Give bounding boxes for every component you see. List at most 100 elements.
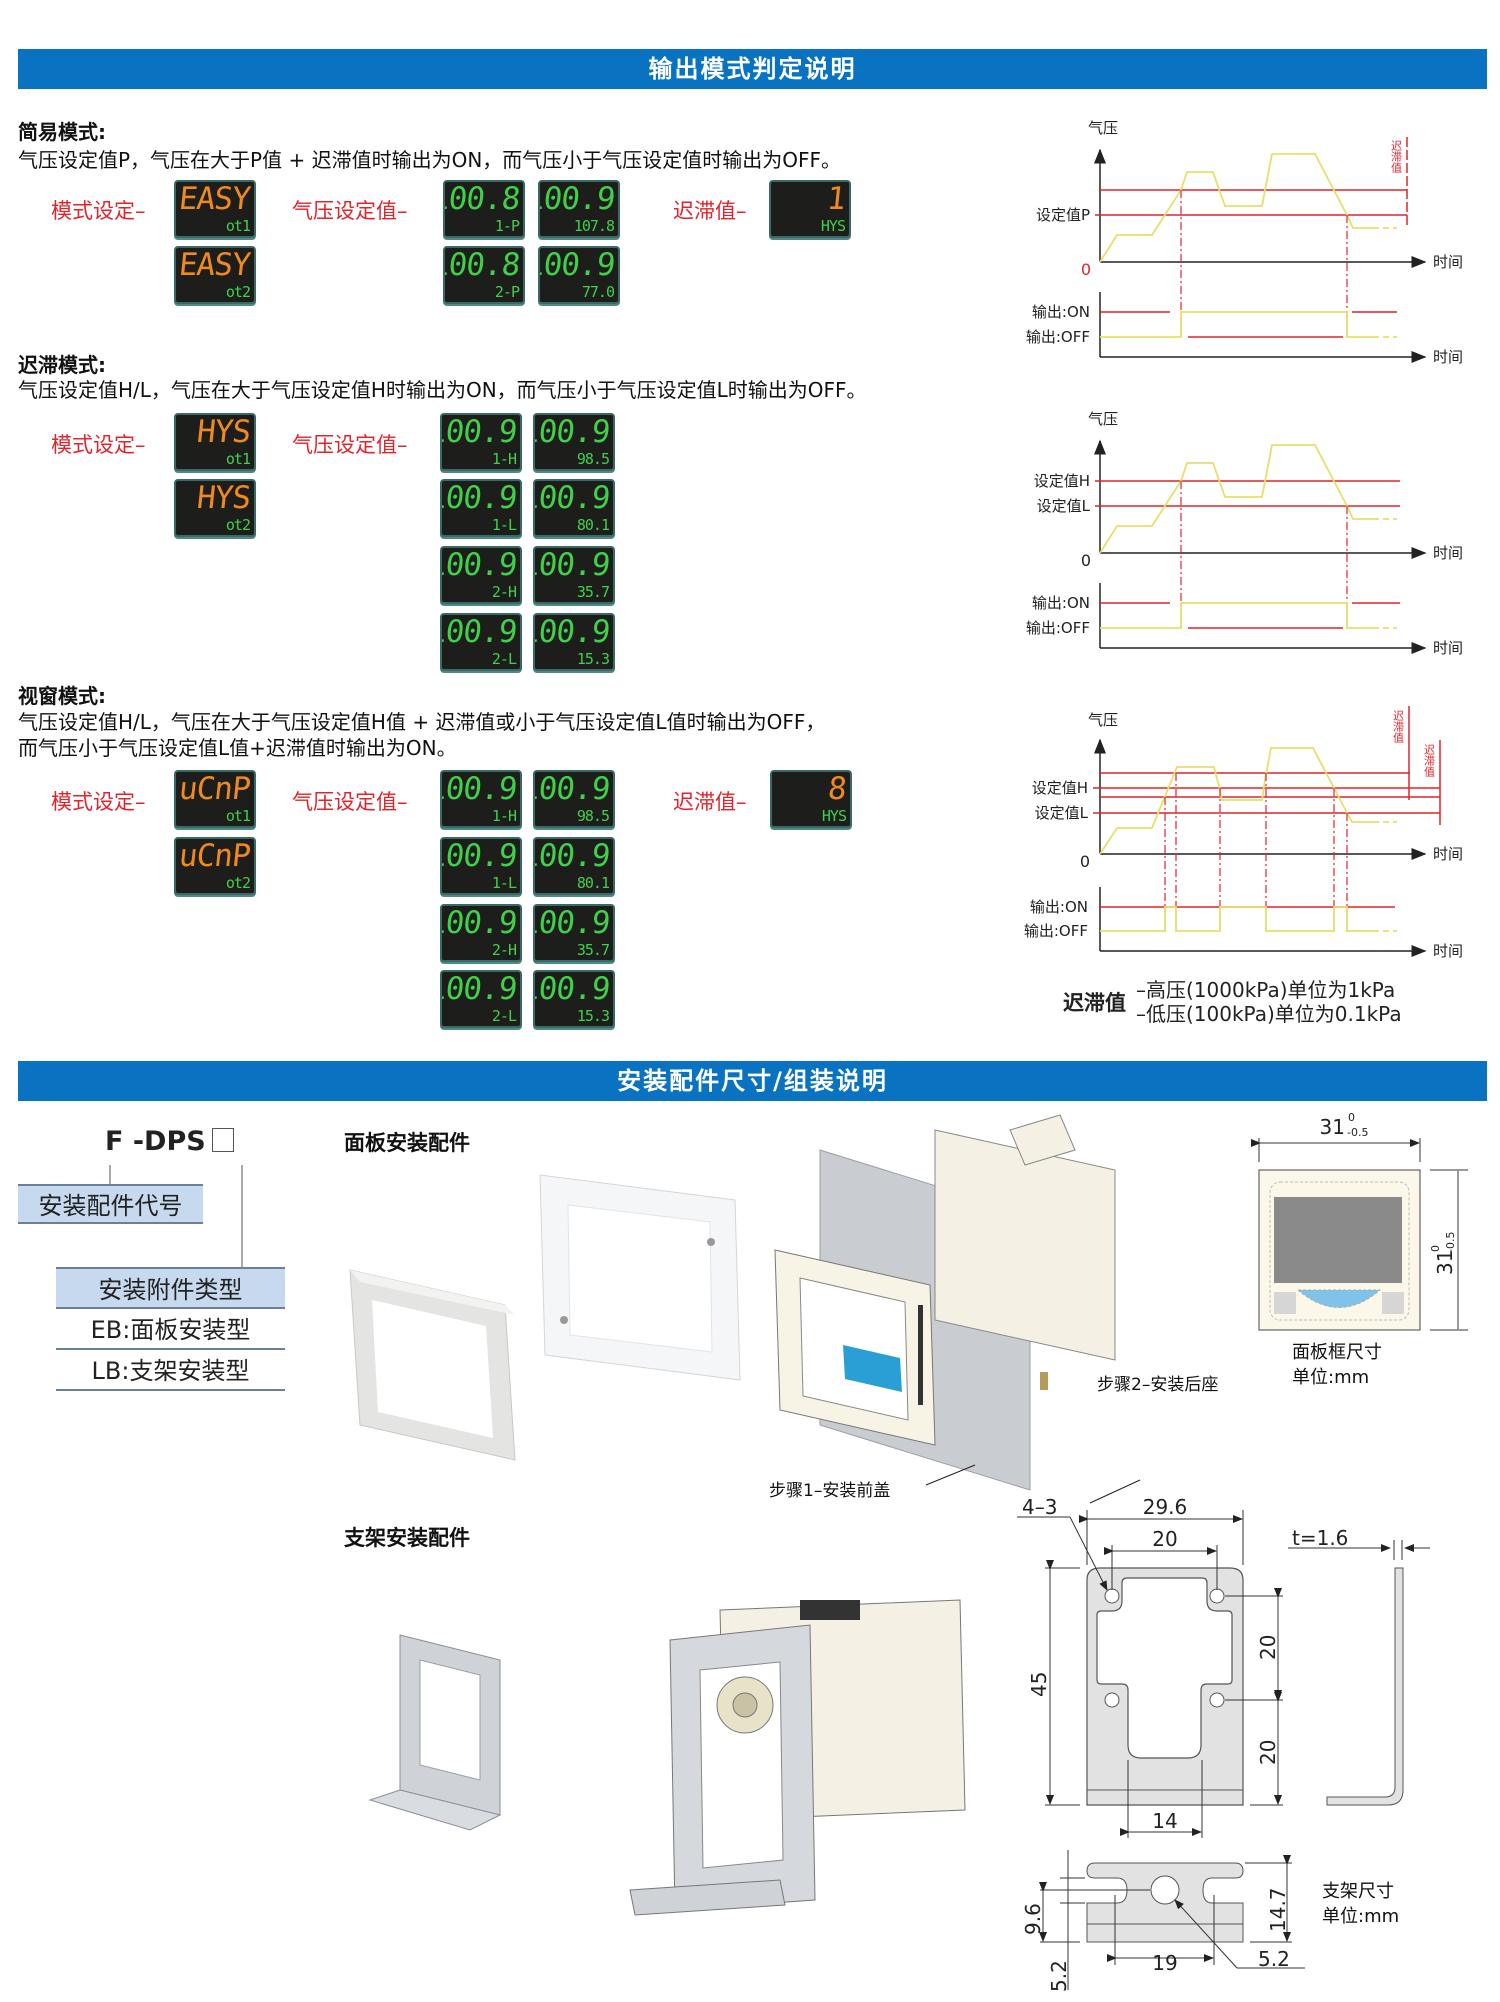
display-sub: 80.1 [576,874,610,892]
dim-14-7: 14.7 [1266,1887,1290,1932]
output-off-label: 输出:OFF [1026,619,1090,637]
display-sub: 2-H [491,583,517,601]
simple-mode-title: 简易模式: [18,120,106,144]
output-on-label: 输出:ON [1032,594,1090,612]
accessory-code-label: 安装配件代号 [18,1184,203,1224]
dim-v1: 20 [1256,1635,1280,1660]
display-sub: 15.3 [576,650,610,668]
display-sub: ot2 [225,516,251,534]
panel-frame-dimension-drawing: 31 0 -0.5 31 0 -0.5 [1251,1111,1468,1331]
hysteresis-label: 迟滞值– [673,790,747,814]
display-sub: 2-P [494,283,520,301]
simple-mode-diagram: 迟滞值 气压 设定值P 0 时间 输出:ON 输出:OFF 时间 [1026,119,1463,366]
bracket-unit: 单位:mm [1322,1906,1400,1927]
pressure-setting-label: 气压设定值– [292,790,408,814]
zero-label: 0 [1080,852,1090,871]
output-on-label: 输出:ON [1030,898,1088,916]
zero-label: 0 [1081,551,1091,570]
panel-accessory-title: 面板安装配件 [344,1131,470,1155]
hysteresis-mode-title: 迟滞模式: [18,353,106,377]
x-axis-label: 时间 [1433,942,1463,960]
pressure-setting-label: 气压设定值– [292,433,408,457]
hysteresis-note-low: –低压(100kPa)单位为0.1kPa [1136,1002,1402,1026]
display-sub: 107.8 [573,217,615,235]
display-sub: ot1 [225,217,251,235]
rear-bracket-image [539,1174,741,1381]
window-mode-diagram: 迟滞值 迟滞值 气压 设定值H 设定值L 0 时间 输出:ON 输出:OFF 时… [1024,706,1463,960]
pressure-setting-label: 气压设定值– [292,199,408,223]
bracket-image [368,1634,502,1831]
width-tol-lower: -0.5 [1347,1126,1368,1139]
accessory-type-label: 安装附件类型 [56,1267,285,1309]
front-cover-image [349,1269,516,1461]
mode-setting-label: 模式设定– [51,433,146,457]
x-axis-label: 时间 [1433,348,1463,366]
hysteresis-note-high: –高压(1000kPa)单位为1kPa [1136,978,1396,1002]
panel-frame-unit: 单位:mm [1292,1367,1370,1388]
step2-label: 步骤2–安装后座 [1097,1375,1219,1395]
bracket-caption: 支架尺寸 [1322,1881,1394,1902]
display-sub: 15.3 [576,1007,610,1025]
output-off-label: 输出:OFF [1024,922,1088,940]
model-code: F -DPS [105,1126,234,1157]
x-axis-label: 时间 [1433,639,1463,657]
x-axis-label: 时间 [1433,845,1463,863]
display-sub: 1-L [491,874,517,892]
height-tol-upper: 0 [1429,1245,1442,1252]
setpoint-p-label: 设定值P [1036,206,1090,224]
display-sub: 80.1 [576,516,610,534]
section-banner-mounting: 安装配件尺寸/组装说明 [18,1061,1487,1101]
dim-5-2-b: 5.2 [1258,1947,1290,1971]
display-sub: 35.7 [576,941,610,959]
dim-9-6: 9.6 [1021,1903,1045,1935]
zero-label: 0 [1081,260,1091,279]
height-tol-lower: -0.5 [1444,1232,1457,1253]
width-tol-upper: 0 [1348,1111,1355,1124]
dim-height: 45 [1027,1672,1051,1697]
dim-v2: 20 [1256,1740,1280,1765]
panel-assembly-image [774,1114,1116,1491]
bracket-assembly-image [629,1599,966,1916]
display-sub: HYS [821,807,847,825]
display-sub: 2-L [491,1007,517,1025]
window-mode-desc-2: 而气压小于气压设定值L值+迟滞值时输出为ON。 [18,736,457,760]
section-banner-output-mode: 输出模式判定说明 [18,49,1487,89]
display-sub: 77.0 [581,283,615,301]
simple-mode-desc: 气压设定值P，气压在大于P值 + 迟滞值时输出为ON，而气压小于气压设定值时输出… [18,148,842,172]
display-sub: 1-H [491,450,517,468]
dim-5-2-a: 5.2 [1047,1960,1071,1992]
dim-width: 29.6 [1143,1495,1188,1519]
option-eb: EB:面板安装型 [56,1310,285,1350]
display-sub: ot2 [225,874,251,892]
display-sub: 1-H [491,807,517,825]
hysteresis-mode-desc: 气压设定值H/L，气压在大于气压设定值H时输出为ON，而气压小于气压设定值L时输… [18,378,867,402]
window-mode-title: 视窗模式: [18,684,106,708]
code-placeholder-box [211,1128,234,1152]
setpoint-l-label: 设定值L [1035,804,1089,822]
dim-thickness: t=1.6 [1292,1526,1348,1550]
